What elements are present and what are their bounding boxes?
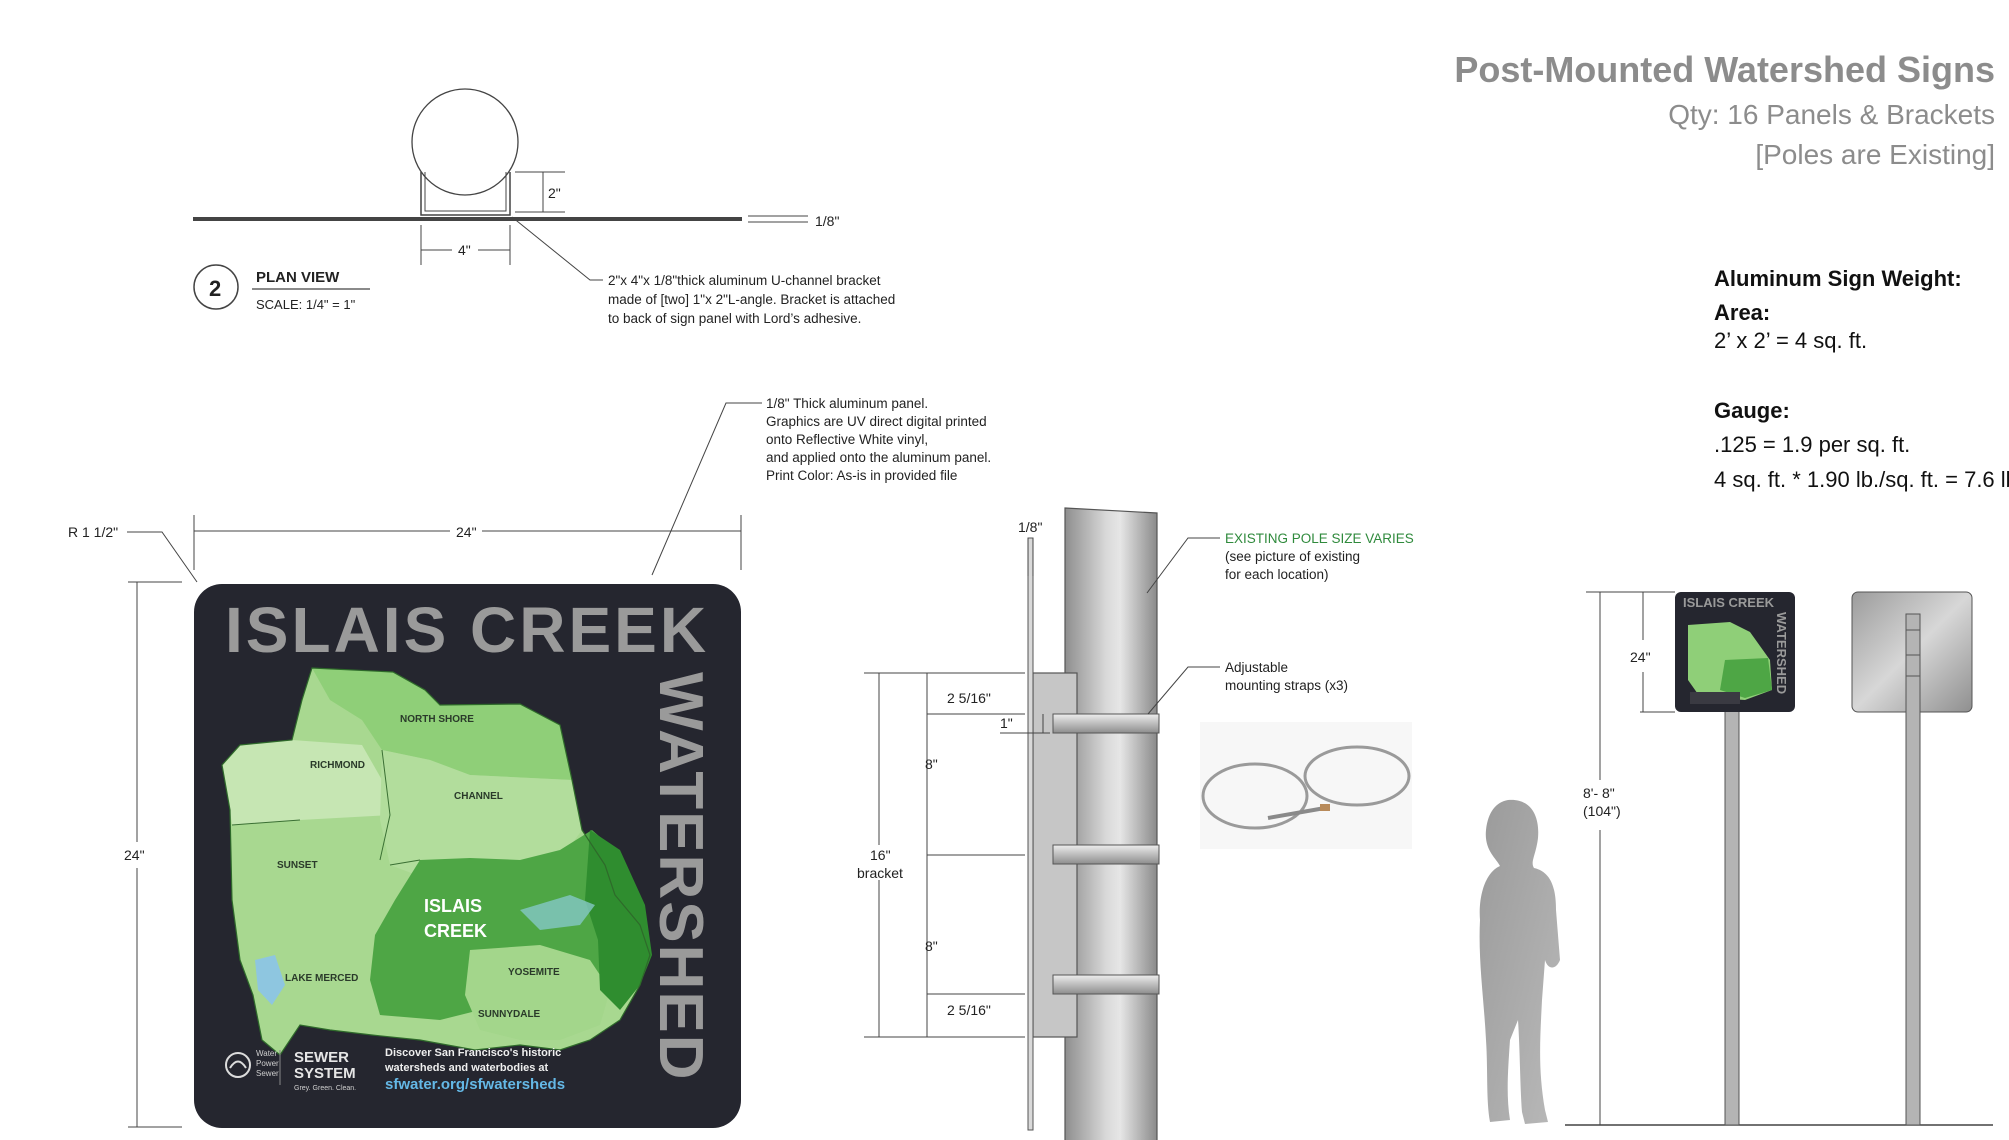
weight-gauge-label: Gauge:	[1714, 398, 1790, 423]
panel-note-line-2: Graphics are UV direct digital printed	[766, 414, 987, 429]
sheet-qty: Qty: 16 Panels & Brackets	[1668, 99, 1995, 130]
section-dim-eighth: 1/8"	[1018, 519, 1042, 535]
sign-url: sfwater.org/sfwatersheds	[385, 1076, 565, 1093]
panel-radius-label: R 1 1/2"	[68, 524, 118, 540]
panel-width-label: 24"	[456, 524, 477, 540]
elevation-height-2: (104")	[1583, 803, 1621, 819]
bracket-note-line-2: made of [two] 1"x 2"L-angle. Bracket is …	[608, 292, 895, 307]
plan-view-drawing	[193, 88, 808, 310]
section-dim-8-top: 8"	[925, 756, 938, 772]
straps-note-line-2: mounting straps (x3)	[1225, 678, 1348, 693]
tagline-label: Grey. Green. Clean.	[294, 1085, 356, 1092]
section-dim-2516-bottom: 2 5/16"	[947, 1002, 991, 1018]
map-yosemite	[465, 945, 610, 1040]
map-channel	[380, 750, 582, 880]
region-sunset: SUNSET	[277, 860, 318, 871]
mini-sign-pole	[1724, 709, 1740, 1126]
sign-title: ISLAIS CREEK	[225, 594, 709, 666]
elevation-drawing	[1479, 591, 1993, 1126]
region-lake-merced: LAKE MERCED	[285, 973, 358, 984]
region-creek: CREEK	[424, 921, 487, 941]
straps-note-line-1: Adjustable	[1225, 660, 1288, 675]
mini-sign-vertical: WATERSHED	[1774, 612, 1789, 694]
straps-photo	[1200, 722, 1412, 849]
weight-area-label: Area:	[1714, 300, 1770, 325]
panel-dimension-lines	[127, 402, 762, 1128]
panel-note-line-3: onto Reflective White vinyl,	[766, 432, 928, 447]
sheet-poles-note: [Poles are Existing]	[1755, 139, 1995, 170]
logo-water: Water	[256, 1049, 277, 1058]
sfpuc-logo	[225, 1050, 281, 1085]
region-sunnydale: SUNNYDALE	[478, 1009, 541, 1020]
person-silhouette	[1479, 799, 1560, 1124]
section-dim-bracket: bracket	[857, 865, 903, 881]
map-richmond	[222, 740, 390, 825]
mini-sign-title: ISLAIS CREEK	[1683, 595, 1775, 610]
sign-panel-edge	[1027, 537, 1034, 1131]
panel-note-line-5: Print Color: As-is in provided file	[766, 468, 957, 483]
plan-dim-4: 4"	[458, 242, 471, 258]
logo-sewer: Sewer	[256, 1069, 279, 1078]
logo-power: Power	[256, 1059, 279, 1068]
region-channel: CHANNEL	[454, 791, 503, 802]
sign-vertical-title: WATERSHED	[646, 672, 715, 1082]
weight-heading: Aluminum Sign Weight:	[1714, 266, 1962, 291]
section-dimension-lines	[864, 537, 1220, 1038]
map-north	[312, 668, 572, 780]
strap-middle	[1052, 844, 1160, 865]
pole	[1064, 507, 1158, 1140]
sign-face	[194, 584, 741, 1128]
panel-height-label: 24"	[124, 847, 145, 863]
section-dim-2516-top: 2 5/16"	[947, 690, 991, 706]
bracket-note-line-3: to back of sign panel with Lord’s adhesi…	[608, 311, 861, 326]
region-islais: ISLAIS	[424, 896, 482, 916]
sheet-title: Post-Mounted Watershed Signs	[1454, 49, 1995, 90]
map-lake	[255, 955, 285, 1005]
pole-note-line-1: (see picture of existing	[1225, 549, 1360, 564]
weight-area-value: 2’ x 2’ = 4 sq. ft.	[1714, 328, 1867, 353]
plan-view-label: PLAN VIEW	[256, 269, 340, 286]
pole-note-line-2: for each location)	[1225, 567, 1329, 582]
system-label: SYSTEM	[294, 1065, 356, 1082]
section-dim-16: 16"	[870, 847, 891, 863]
section-dim-1: 1"	[1000, 715, 1013, 731]
panel-note-line-1: 1/8" Thick aluminum panel.	[766, 396, 928, 411]
region-north-shore: NORTH SHORE	[400, 714, 474, 725]
strap-bottom	[1052, 974, 1160, 995]
sewer-label: SEWER	[294, 1049, 349, 1066]
plan-dim-eighth: 1/8"	[815, 213, 839, 229]
panel-note-line-4: and applied onto the aluminum panel.	[766, 450, 991, 465]
weight-total: 4 sq. ft. * 1.90 lb./sq. ft. = 7.6 lbs.	[1714, 467, 2009, 492]
elevation-height-1: 8'- 8"	[1583, 785, 1615, 801]
discover-line-2: watersheds and waterbodies at	[384, 1062, 549, 1074]
region-richmond: RICHMOND	[310, 760, 365, 771]
plan-view-scale: SCALE: 1/4" = 1"	[256, 297, 356, 312]
section-view-drawing	[1027, 507, 1160, 1140]
back-view-pole	[1905, 613, 1921, 1126]
region-yosemite: YOSEMITE	[508, 967, 560, 978]
map-bayshore	[585, 830, 652, 1010]
pole-note-title: EXISTING POLE SIZE VARIES	[1225, 531, 1414, 546]
section-dim-8-bottom: 8"	[925, 938, 938, 954]
strap-top	[1052, 713, 1160, 734]
bracket-note-line-1: 2"x 4"x 1/8"thick aluminum U-channel bra…	[608, 273, 881, 288]
discover-line-1: Discover San Francisco's historic	[385, 1047, 561, 1059]
plan-dim-2: 2"	[548, 185, 561, 201]
plan-view-number: 2	[209, 276, 221, 301]
weight-gauge-value: .125 = 1.9 per sq. ft.	[1714, 432, 1910, 457]
map-creek-water	[520, 895, 595, 930]
elevation-dimension-lines	[1586, 591, 1675, 1125]
elevation-dim-24: 24"	[1630, 649, 1651, 665]
